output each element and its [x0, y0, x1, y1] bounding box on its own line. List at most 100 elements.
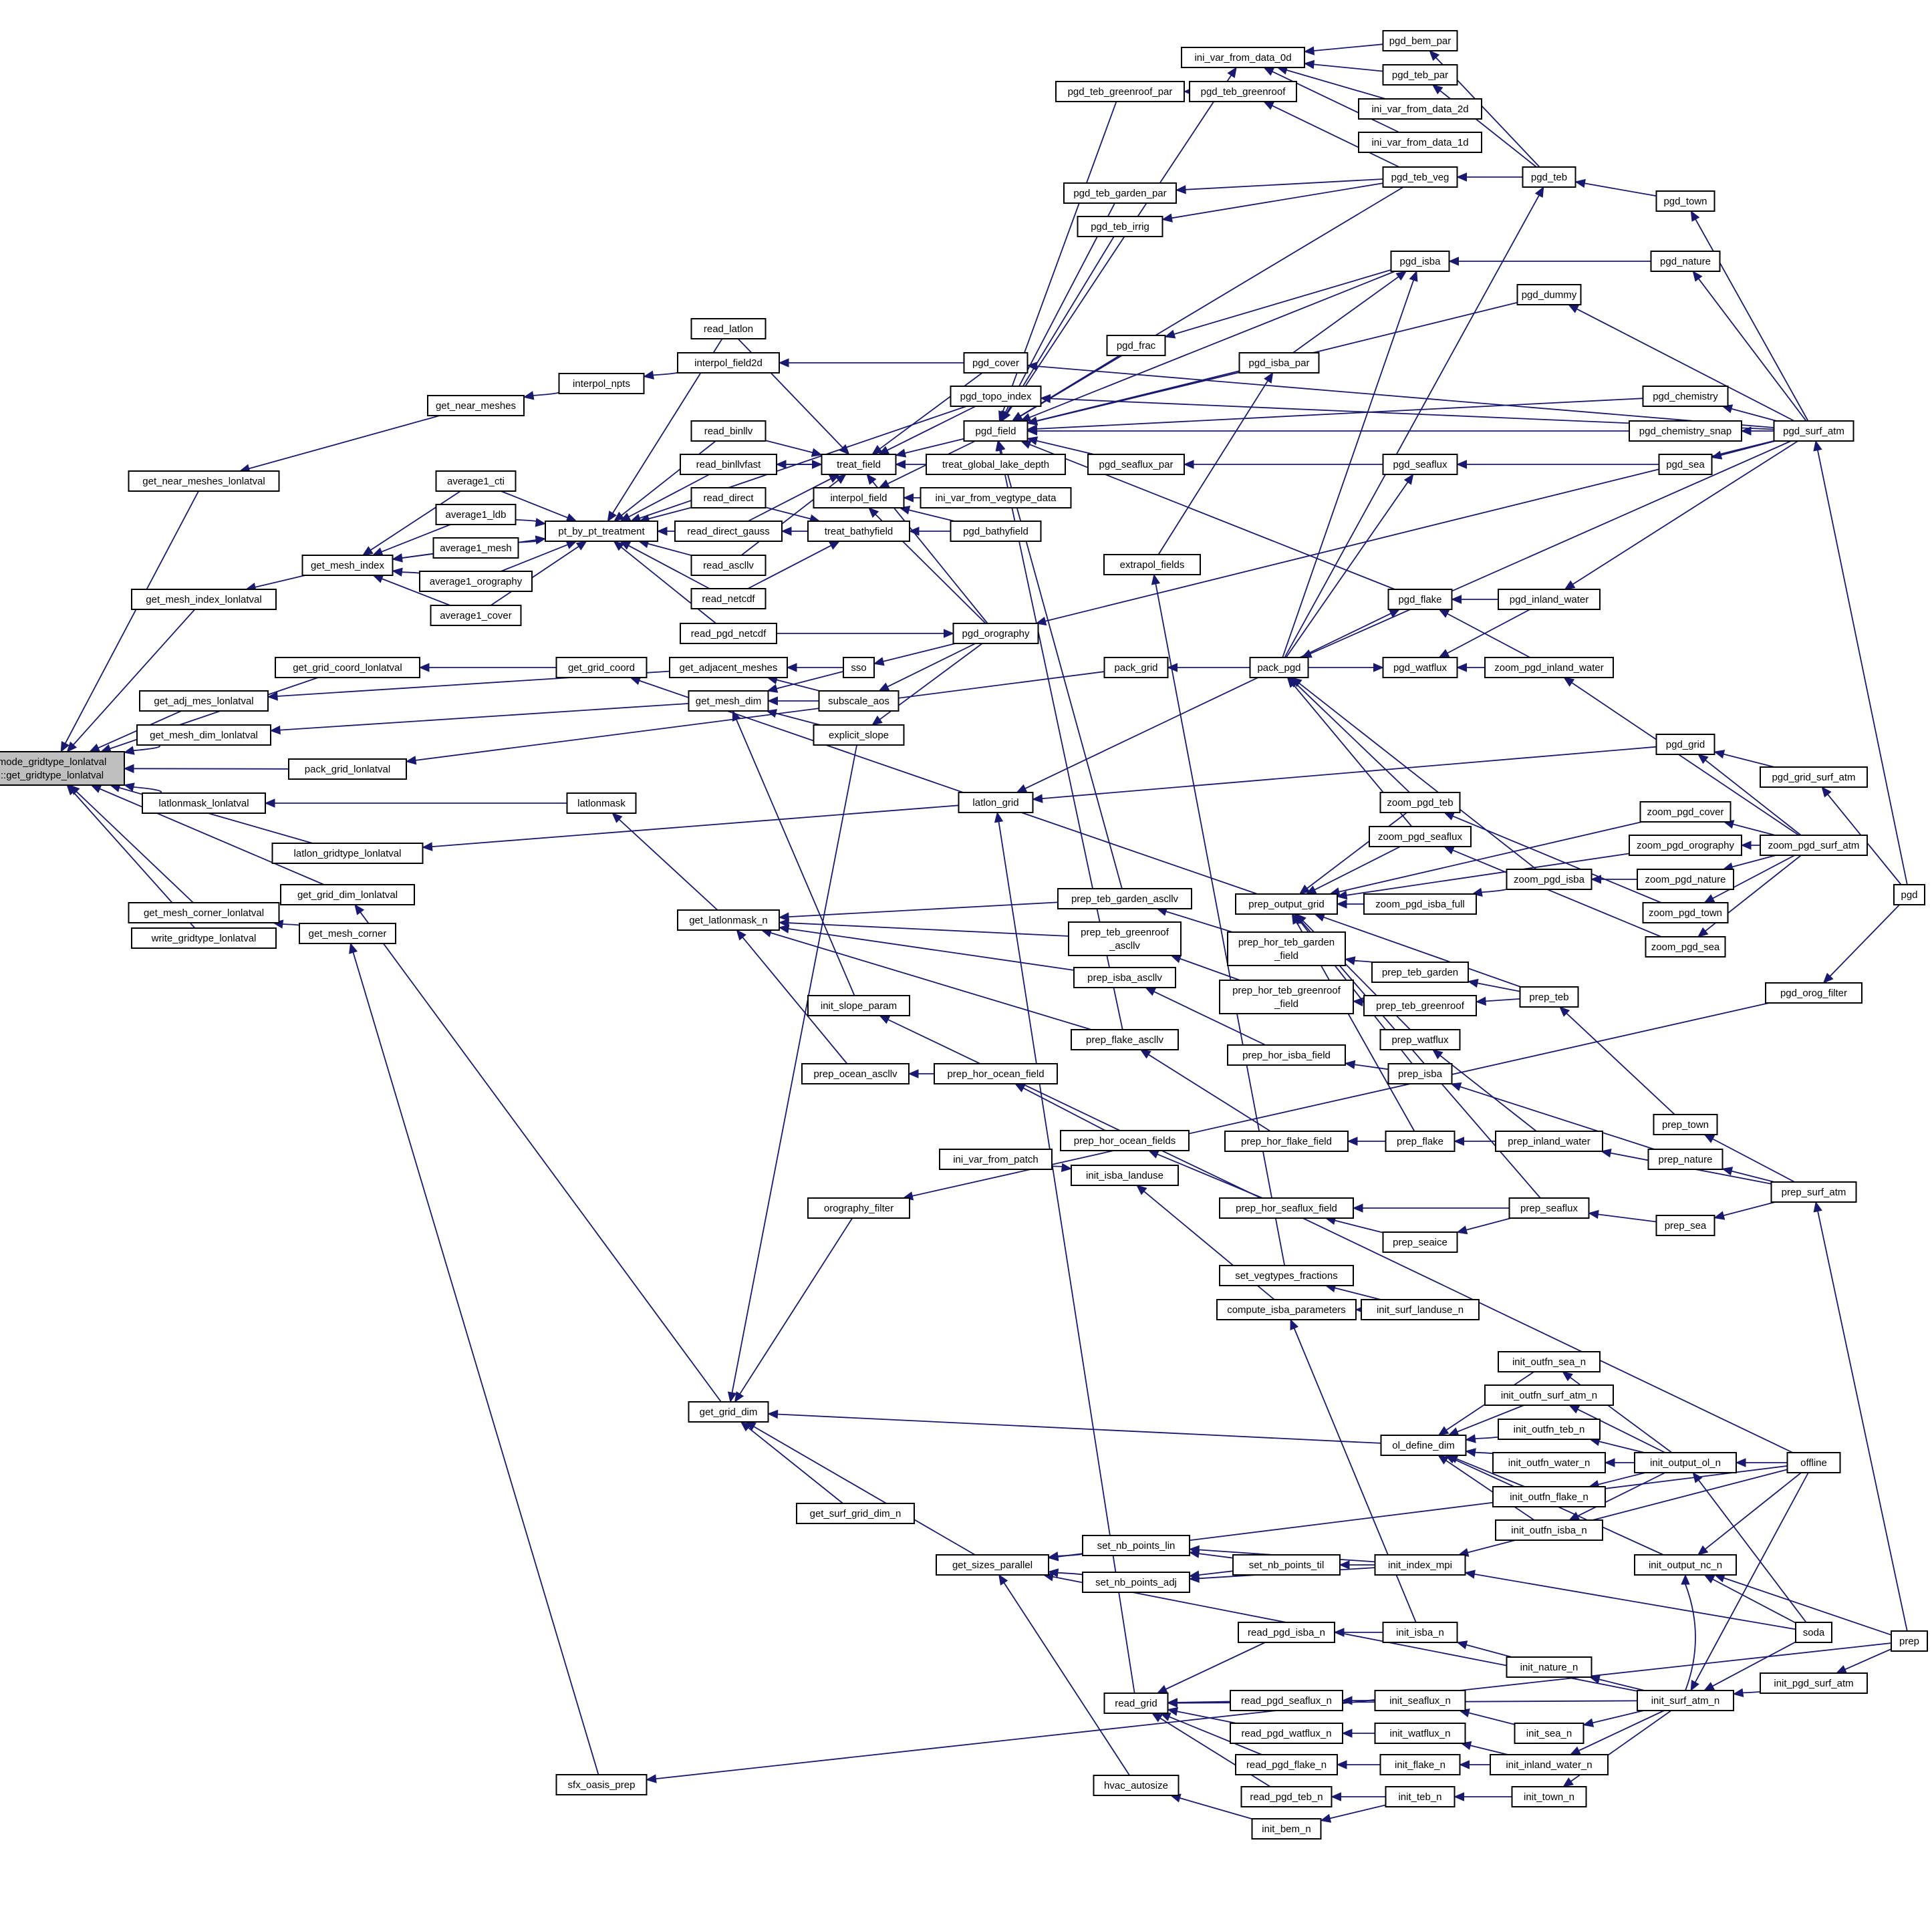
graph-node-prep-isba[interactable]: prep_isba — [1387, 1063, 1453, 1084]
graph-node-pgd-bathyfield[interactable]: pgd_bathyfield — [950, 521, 1042, 542]
graph-node-prep-teb-greenroof-ascllv[interactable]: prep_teb_greenroof_ascllv — [1068, 921, 1182, 956]
graph-node-zoom-pgd-town[interactable]: zoom_pgd_town — [1642, 902, 1729, 923]
graph-node-read-pgd-seaflux-n[interactable]: read_pgd_seaflux_n — [1230, 1690, 1343, 1711]
graph-node-init-town-n[interactable]: init_town_n — [1511, 1786, 1587, 1807]
graph-node-read-pgd-isba-n[interactable]: read_pgd_isba_n — [1238, 1622, 1335, 1643]
graph-node-prep-inland-water[interactable]: prep_inland_water — [1495, 1131, 1603, 1152]
graph-node-explicit-slope[interactable]: explicit_slope — [813, 724, 905, 746]
graph-node-get-mesh-index[interactable]: get_mesh_index — [301, 555, 394, 576]
graph-node-init-inland-water-n[interactable]: init_inland_water_n — [1490, 1754, 1609, 1775]
graph-node-read-latlon[interactable]: read_latlon — [690, 318, 767, 339]
graph-node-get-latlonmask-n[interactable]: get_latlonmask_n — [677, 909, 780, 931]
graph-node-read-pgd-netcdf[interactable]: read_pgd_netcdf — [680, 623, 777, 644]
graph-node-init-nature-n[interactable]: init_nature_n — [1506, 1656, 1593, 1678]
graph-node-average1-ldb[interactable]: average1_ldb — [435, 504, 517, 525]
graph-node-zoom-pgd-seaflux[interactable]: zoom_pgd_seaflux — [1369, 826, 1472, 847]
graph-node-prep-isba-ascllv[interactable]: prep_isba_ascllv — [1073, 967, 1176, 988]
graph-node-subscale-aos[interactable]: subscale_aos — [818, 690, 900, 712]
graph-node-pgd-grid-surf-atm[interactable]: pgd_grid_surf_atm — [1760, 766, 1868, 788]
graph-node-prep-hor-ocean-fields[interactable]: prep_hor_ocean_fields — [1060, 1130, 1190, 1151]
graph-node-prep-teb-garden-ascllv[interactable]: prep_teb_garden_ascllv — [1057, 888, 1192, 909]
graph-node-get-sizes-parallel[interactable]: get_sizes_parallel — [936, 1554, 1049, 1576]
graph-node-zoom-pgd-orography[interactable]: zoom_pgd_orography — [1629, 835, 1742, 856]
graph-node-init-outfn-teb-n[interactable]: init_outfn_teb_n — [1498, 1419, 1601, 1440]
graph-node-set-nb-points-lin[interactable]: set_nb_points_lin — [1082, 1535, 1190, 1556]
graph-node-set-nb-points-til[interactable]: set_nb_points_til — [1232, 1554, 1341, 1576]
graph-node-prep-hor-seaflux-field[interactable]: prep_hor_seaflux_field — [1219, 1197, 1354, 1219]
graph-node-init-watflux-n[interactable]: init_watflux_n — [1374, 1723, 1466, 1744]
graph-node-init-outfn-isba-n[interactable]: init_outfn_isba_n — [1495, 1519, 1603, 1541]
graph-node-zoom-pgd-inland-water[interactable]: zoom_pgd_inland_water — [1484, 657, 1614, 678]
graph-node-init-output-ol-n[interactable]: init_output_ol_n — [1634, 1452, 1737, 1473]
graph-node-init-outfn-water-n[interactable]: init_outfn_water_n — [1492, 1452, 1606, 1473]
graph-node-write-gridtype-lonlatval[interactable]: write_gridtype_lonlatval — [131, 927, 277, 949]
graph-node-read-direct[interactable]: read_direct — [690, 487, 767, 508]
graph-node-pgd-teb-greenroof[interactable]: pgd_teb_greenroof — [1189, 81, 1297, 102]
graph-node-pgd-inland-water[interactable]: pgd_inland_water — [1498, 589, 1601, 610]
graph-node-soda[interactable]: soda — [1795, 1622, 1832, 1643]
graph-node-prep-hor-teb-greenroof-field[interactable]: prep_hor_teb_greenroof_field — [1219, 980, 1354, 1014]
graph-node-prep-sea[interactable]: prep_sea — [1655, 1215, 1715, 1236]
graph-node-set-vegtypes-fractions[interactable]: set_vegtypes_fractions — [1219, 1265, 1354, 1286]
graph-node-init-outfn-flake-n[interactable]: init_outfn_flake_n — [1492, 1486, 1606, 1507]
graph-node-prep-nature[interactable]: prep_nature — [1647, 1149, 1723, 1170]
graph-node-pgd-dummy[interactable]: pgd_dummy — [1516, 284, 1582, 305]
graph-node-read-grid[interactable]: read_grid — [1103, 1693, 1169, 1714]
graph-node-init-teb-n[interactable]: init_teb_n — [1385, 1786, 1456, 1807]
graph-node-read-binllv[interactable]: read_binllv — [690, 420, 767, 442]
graph-node-pgd-teb-irrig[interactable]: pgd_teb_irrig — [1077, 216, 1163, 237]
graph-node-interpol-field[interactable]: interpol_field — [813, 487, 905, 508]
graph-node-ini-var-from-patch[interactable]: ini_var_from_patch — [939, 1149, 1053, 1170]
graph-node-zoom-pgd-nature[interactable]: zoom_pgd_nature — [1637, 869, 1734, 890]
graph-node-zoom-pgd-surf-atm[interactable]: zoom_pgd_surf_atm — [1760, 835, 1868, 856]
graph-node-read-pgd-watflux-n[interactable]: read_pgd_watflux_n — [1230, 1723, 1343, 1744]
graph-node-offline[interactable]: offline — [1786, 1452, 1841, 1473]
graph-node-treat-bathyfield[interactable]: treat_bathyfield — [807, 521, 910, 542]
graph-node-read-ascllv[interactable]: read_ascllv — [690, 555, 767, 576]
graph-node-pgd-chemistry-snap[interactable]: pgd_chemistry_snap — [1629, 420, 1742, 442]
graph-node-pack-grid[interactable]: pack_grid — [1103, 657, 1169, 678]
graph-node-ini-var-from-data-1d[interactable]: ini_var_from_data_1d — [1358, 132, 1482, 153]
graph-node-prep-hor-flake-field[interactable]: prep_hor_flake_field — [1224, 1131, 1349, 1152]
graph-node-get-mesh-corner[interactable]: get_mesh_corner — [299, 923, 396, 944]
graph-node-prep-hor-isba-field[interactable]: prep_hor_isba_field — [1227, 1044, 1346, 1066]
graph-node-prep-ocean-ascllv[interactable]: prep_ocean_ascllv — [801, 1063, 910, 1084]
graph-node-average1-orography[interactable]: average1_orography — [419, 571, 533, 592]
graph-node-extrapol-fields[interactable]: extrapol_fields — [1103, 554, 1201, 575]
graph-node-init-output-nc-n[interactable]: init_output_nc_n — [1634, 1554, 1737, 1576]
graph-node-orography-filter[interactable]: orography_filter — [807, 1197, 910, 1219]
graph-node-init-surf-landuse-n[interactable]: init_surf_landuse_n — [1361, 1299, 1480, 1320]
graph-node-ini-var-from-data-2d[interactable]: ini_var_from_data_2d — [1358, 98, 1482, 120]
graph-node-pgd-seaflux[interactable]: pgd_seaflux — [1382, 454, 1458, 475]
graph-node-get-near-meshes[interactable]: get_near_meshes — [427, 395, 525, 416]
graph-node-get-adjacent-meshes[interactable]: get_adjacent_meshes — [669, 657, 788, 678]
graph-node-zoom-pgd-teb[interactable]: zoom_pgd_teb — [1379, 792, 1461, 813]
graph-node-read-netcdf[interactable]: read_netcdf — [690, 588, 767, 609]
graph-node-init-pgd-surf-atm[interactable]: init_pgd_surf_atm — [1760, 1672, 1868, 1694]
graph-node-latlonmask-lonlatval[interactable]: latlonmask_lonlatval — [142, 792, 266, 814]
graph-node-pgd-orog-filter[interactable]: pgd_orog_filter — [1765, 982, 1862, 1004]
graph-node-prep-watflux[interactable]: prep_watflux — [1379, 1029, 1461, 1050]
graph-node-init-flake-n[interactable]: init_flake_n — [1379, 1754, 1461, 1775]
graph-node-prep-flake[interactable]: prep_flake — [1385, 1131, 1456, 1152]
graph-node-prep[interactable]: prep — [1891, 1630, 1928, 1652]
graph-node-get-near-meshes-lonlatval[interactable]: get_near_meshes_lonlatval — [128, 470, 280, 492]
graph-node-pgd-watflux[interactable]: pgd_watflux — [1382, 657, 1458, 678]
graph-node-get-mesh-dim[interactable]: get_mesh_dim — [688, 690, 769, 712]
graph-node-prep-teb[interactable]: prep_teb — [1519, 986, 1579, 1008]
graph-node-pgd-isba-par[interactable]: pgd_isba_par — [1238, 352, 1320, 374]
graph-node-pgd-teb[interactable]: pgd_teb — [1522, 166, 1576, 188]
graph-node-set-nb-points-adj[interactable]: set_nb_points_adj — [1082, 1572, 1190, 1593]
graph-node-sfx-oasis-prep[interactable]: sfx_oasis_prep — [555, 1774, 648, 1795]
graph-node-pgd[interactable]: pgd — [1893, 884, 1925, 905]
graph-node-init-surf-atm-n[interactable]: init_surf_atm_n — [1637, 1690, 1734, 1711]
graph-node-pgd-orography[interactable]: pgd_orography — [952, 623, 1039, 644]
graph-node-zoom-pgd-isba-full[interactable]: zoom_pgd_isba_full — [1363, 893, 1477, 915]
graph-node-pgd-teb-par[interactable]: pgd_teb_par — [1382, 64, 1458, 86]
graph-node-init-index-mpi[interactable]: init_index_mpi — [1374, 1554, 1466, 1576]
graph-node-ini-var-from-vegtype-data[interactable]: ini_var_from_vegtype_data — [920, 487, 1072, 508]
graph-node-compute-isba-parameters[interactable]: compute_isba_parameters — [1216, 1299, 1357, 1320]
graph-node-pgd-field[interactable]: pgd_field — [963, 420, 1028, 442]
graph-node-pgd-teb-veg[interactable]: pgd_teb_veg — [1382, 166, 1458, 188]
graph-node-pgd-cover[interactable]: pgd_cover — [963, 352, 1028, 374]
